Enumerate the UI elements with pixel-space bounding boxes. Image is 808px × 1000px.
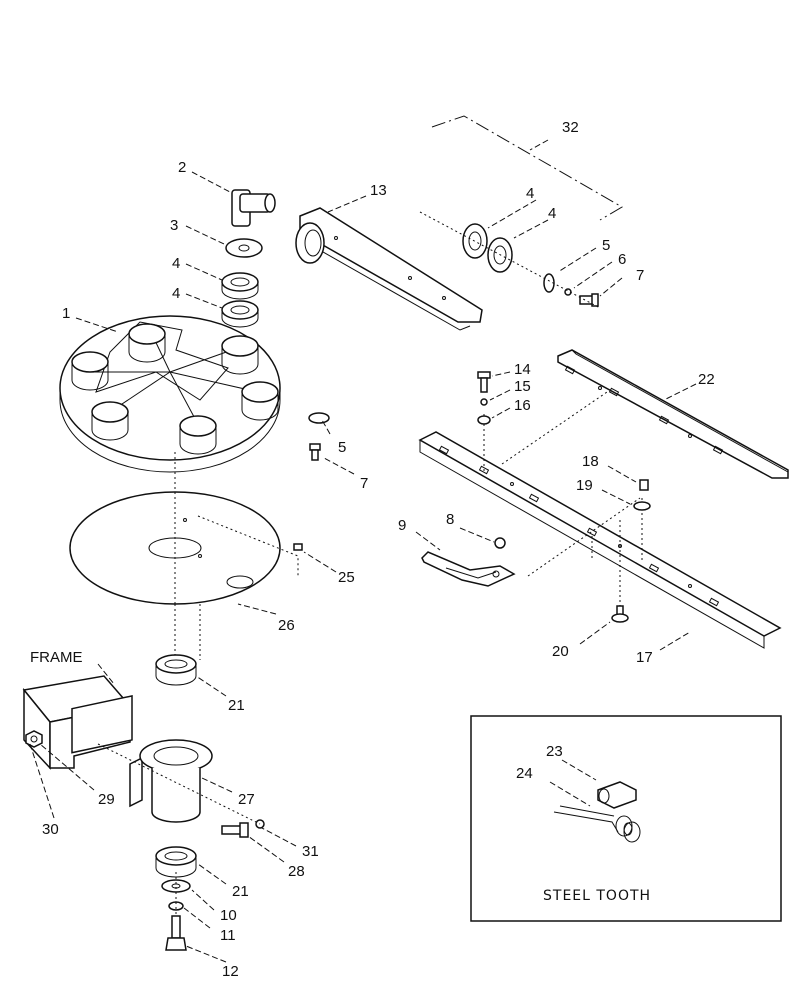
callout-11: 11 bbox=[220, 927, 236, 944]
inset-title: STEEL TOOTH bbox=[543, 888, 651, 904]
callout-5: 5 bbox=[602, 237, 610, 254]
bushing-21-lower bbox=[155, 846, 197, 878]
arm-13 bbox=[295, 207, 483, 331]
callout-22: 22 bbox=[698, 371, 715, 388]
callout-4: 4 bbox=[548, 205, 556, 222]
callout-27: 27 bbox=[238, 791, 255, 808]
callout-7: 7 bbox=[360, 475, 368, 492]
washer-3 bbox=[225, 238, 263, 258]
nut-29-30 bbox=[25, 730, 43, 748]
frame-tube bbox=[22, 675, 133, 770]
nut-16 bbox=[477, 415, 491, 425]
callout-5: 5 bbox=[338, 439, 346, 456]
callout-3: 3 bbox=[170, 217, 178, 234]
bolt-14 bbox=[477, 371, 491, 393]
callout-7: 7 bbox=[636, 267, 644, 284]
frame-label: FRAME bbox=[30, 649, 83, 666]
screw-25 bbox=[197, 515, 303, 576]
callout-32: 32 bbox=[562, 119, 579, 136]
callout-6: 6 bbox=[618, 251, 626, 268]
rail-22 bbox=[557, 349, 789, 479]
callout-16: 16 bbox=[514, 397, 531, 414]
washer-19 bbox=[633, 501, 651, 511]
callout-8: 8 bbox=[446, 511, 454, 528]
housing-27 bbox=[129, 739, 213, 823]
callout-4: 4 bbox=[172, 285, 180, 302]
callout-14: 14 bbox=[514, 361, 531, 378]
callout-28: 28 bbox=[288, 863, 305, 880]
washer-5-left bbox=[308, 412, 330, 424]
bearing-4-left-a bbox=[221, 272, 259, 300]
callout-15: 15 bbox=[514, 378, 531, 395]
bolt-18 bbox=[639, 479, 649, 491]
bolt-20 bbox=[611, 605, 629, 623]
bushing-21-upper bbox=[155, 654, 197, 686]
callout-25: 25 bbox=[338, 569, 355, 586]
callout-10: 10 bbox=[220, 907, 237, 924]
callout-4: 4 bbox=[172, 255, 180, 272]
callout-30: 30 bbox=[42, 821, 59, 838]
callout-17: 17 bbox=[636, 649, 653, 666]
bearing-4-right-a bbox=[462, 223, 488, 259]
callout-4: 4 bbox=[526, 185, 534, 202]
bar-17 bbox=[418, 431, 782, 649]
bolt-7-left bbox=[309, 443, 321, 461]
callout-19: 19 bbox=[576, 477, 593, 494]
spring-tooth-24 bbox=[553, 805, 641, 843]
callout-24: 24 bbox=[516, 765, 533, 782]
callout-18: 18 bbox=[582, 453, 599, 470]
callout-26: 26 bbox=[278, 617, 295, 634]
callout-labels: 1 2 3 4 4 13 32 4 4 5 6 7 5 7 25 26 FRAM… bbox=[30, 119, 715, 980]
tooth-clip-23 bbox=[597, 781, 637, 809]
callout-23: 23 bbox=[546, 743, 563, 760]
leader-lines bbox=[29, 171, 697, 963]
callout-21: 21 bbox=[232, 883, 249, 900]
callout-31: 31 bbox=[302, 843, 319, 860]
assembly-bracket-32 bbox=[431, 115, 623, 221]
bolt-7-right bbox=[579, 293, 599, 307]
clip-9 bbox=[421, 551, 516, 587]
hub-boss bbox=[71, 323, 279, 455]
nut-8 bbox=[494, 537, 506, 549]
washer-10 bbox=[161, 879, 191, 893]
callout-1: 1 bbox=[62, 305, 70, 322]
elbow-fitting-2 bbox=[231, 189, 276, 227]
callout-21: 21 bbox=[228, 697, 245, 714]
callout-2: 2 bbox=[178, 159, 186, 176]
callout-12: 12 bbox=[222, 963, 239, 980]
callout-13: 13 bbox=[370, 182, 387, 199]
bolt-12 bbox=[165, 915, 187, 951]
callout-20: 20 bbox=[552, 643, 569, 660]
callout-29: 29 bbox=[98, 791, 115, 808]
bolt-28 bbox=[221, 822, 249, 838]
callout-9: 9 bbox=[398, 517, 406, 534]
bearing-4-left-b bbox=[221, 300, 259, 328]
rotor-hub-1 bbox=[59, 315, 281, 473]
lockwasher-15 bbox=[480, 398, 488, 406]
steel-tooth-inset bbox=[470, 715, 782, 922]
